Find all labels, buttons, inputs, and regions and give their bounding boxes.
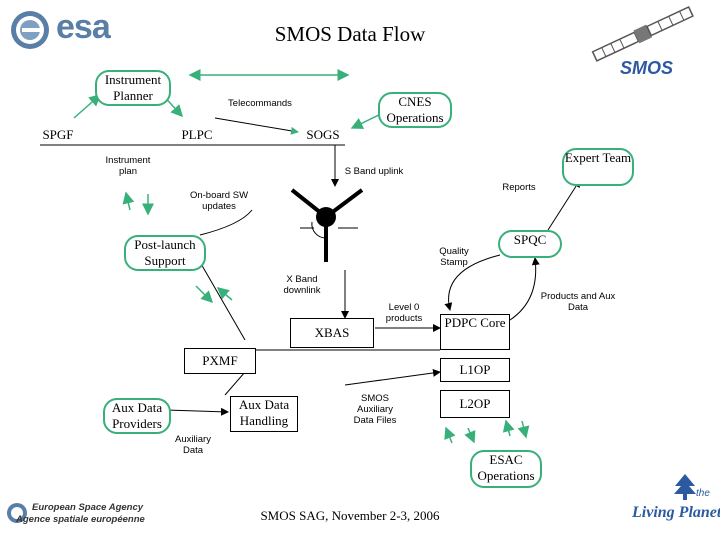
green-arrow-h — [517, 420, 530, 439]
node-aux-data-handling: Aux Data Handling — [230, 396, 298, 432]
esa-wordmark: esa — [56, 8, 111, 46]
node-post-launch-support: Post-launch Support — [124, 235, 206, 271]
tree-icon — [674, 474, 696, 500]
living-planet-logo: the Living Planet — [630, 472, 720, 532]
page-title: SMOS Data Flow — [274, 22, 426, 46]
pxmf-aux-handling-link — [224, 371, 246, 396]
green-arrow-a — [122, 191, 135, 211]
agency-line2: Agence spatiale européenne — [16, 514, 145, 525]
green-arrow-f — [464, 427, 476, 444]
smos-wordmark: SMOS — [620, 58, 674, 78]
label-products-aux-data: Products and Aux Data — [540, 291, 616, 313]
node-pdpc-core: PDPC Core — [440, 314, 510, 350]
node-xbas: XBAS — [290, 318, 374, 348]
footer-text: SMOS SAG, November 2-3, 2006 — [260, 508, 440, 523]
label-quality-stamp: Quality Stamp — [439, 246, 469, 268]
node-plpc: PLPC — [181, 127, 213, 142]
green-arrow-c — [195, 285, 214, 304]
esa-small-swirl-icon — [7, 503, 27, 523]
node-l1op: L1OP — [440, 358, 510, 382]
node-esac-operations: ESAC Operations — [470, 450, 542, 488]
agency-line1: European Space Agency — [32, 502, 144, 513]
label-level0-products: Level 0 products — [385, 302, 423, 324]
smos-logo: SMOS — [580, 4, 715, 84]
node-cnes-operations: CNES Operations — [378, 92, 452, 128]
node-spgf: SPGF — [42, 127, 74, 142]
post-launch-pxmf-link — [199, 261, 246, 341]
node-instrument-planner: Instrument Planner — [95, 70, 171, 106]
quality-stamp-link — [444, 254, 501, 311]
node-pxmf: PXMF — [184, 348, 256, 374]
node-sogs: SOGS — [306, 127, 340, 142]
products-aux-link — [509, 257, 540, 321]
esa-swirl-icon — [11, 11, 49, 49]
node-aux-data-providers: Aux Data Providers — [103, 398, 171, 434]
telecommands-link — [214, 117, 299, 135]
label-instrument-plan: Instrument plan — [105, 155, 151, 177]
spgf-planner-link — [73, 94, 102, 119]
label-s-band-uplink: S Band uplink — [344, 166, 404, 177]
label-telecommands: Telecommands — [228, 98, 292, 109]
node-spqc: SPQC — [498, 230, 562, 258]
green-arrow-e — [444, 426, 456, 444]
satellite-symbol — [290, 188, 364, 262]
reports-link — [547, 179, 581, 231]
label-auxiliary-data: Auxiliary Data — [175, 434, 211, 456]
agency-logo: European Space Agency Agence spatiale eu… — [6, 496, 166, 532]
satellite-icon — [591, 6, 694, 62]
label-smos-aux-files: SMOS Auxiliary Data Files — [353, 393, 397, 426]
aux-files-link — [344, 368, 441, 386]
green-arrow-d — [216, 287, 233, 301]
node-expert-team: Expert Team — [562, 148, 634, 186]
living-planet-the: the — [696, 488, 710, 499]
label-x-band-downlink: X Band downlink — [283, 274, 321, 296]
onboard-sw-link — [199, 209, 253, 236]
aux-providers-handling-link — [165, 407, 229, 416]
green-arrow-g — [502, 419, 515, 437]
living-planet-wordmark: Living Planet — [632, 504, 720, 521]
label-onboard-sw-updates: On-board SW updates — [189, 190, 249, 212]
esa-logo: esa — [6, 8, 136, 52]
node-l2op: L2OP — [440, 390, 510, 418]
label-reports: Reports — [502, 182, 536, 193]
